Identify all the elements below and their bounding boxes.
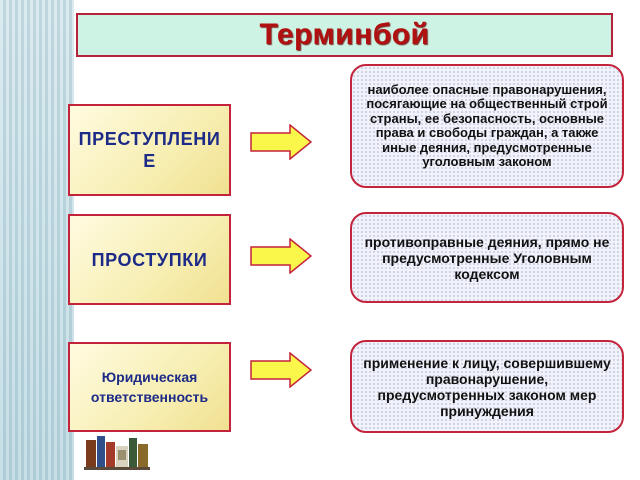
right-arrow-icon <box>250 238 312 274</box>
definition-box-misdemeanor: противоправные деяния, прямо не предусмо… <box>350 212 624 303</box>
definition-box-legal-liability: применение к лицу, совершившему правонар… <box>350 340 624 433</box>
title-banner: Терминбой <box>76 13 613 57</box>
definition-text: применение к лицу, совершившему правонар… <box>363 354 611 419</box>
slide-title: Терминбой <box>259 18 430 51</box>
books-icon <box>84 436 150 470</box>
definition-text: наиболее опасные правонарушения, посягаю… <box>366 81 608 169</box>
term-box-crime: ПРЕСТУПЛЕНИЕ <box>68 104 231 196</box>
right-arrow-icon <box>250 124 312 160</box>
term-label: Юридическая ответственность <box>90 369 209 405</box>
right-arrow-icon <box>250 352 312 388</box>
term-label: ПРЕСТУПЛЕНИЕ <box>78 129 221 171</box>
decorative-side-band <box>0 0 74 480</box>
term-box-legal-liability: Юридическая ответственность <box>68 342 231 432</box>
definition-box-crime: наиболее опасные правонарушения, посягаю… <box>350 64 624 188</box>
definition-text: противоправные деяния, прямо не предусмо… <box>364 233 610 282</box>
term-box-misdemeanor: ПРОСТУПКИ <box>68 214 231 305</box>
term-label: ПРОСТУПКИ <box>91 249 208 270</box>
